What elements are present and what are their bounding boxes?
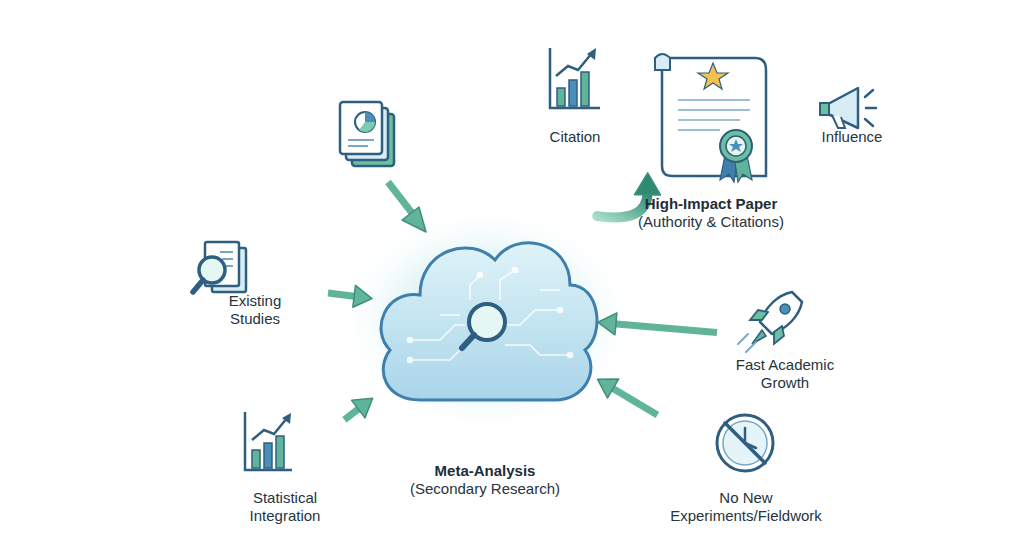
report-arrow (388, 182, 426, 232)
arrow-head (353, 285, 372, 307)
citation-chart-icon (550, 48, 600, 108)
arrow-head (598, 379, 619, 398)
growth-group: Fast Academic Growth (720, 285, 850, 392)
paper-node: High-Impact Paper(Authority & Citations) (650, 52, 772, 185)
certificate-icon (634, 40, 790, 196)
arrow-line (344, 408, 360, 420)
flow-arrow (328, 285, 372, 307)
studies-icon (193, 242, 246, 292)
text-block: Statistical Integration (235, 489, 335, 525)
node-title: Meta-Analysis (410, 462, 560, 480)
node-subtitle: (Secondary Research) (410, 480, 560, 498)
arrow-head (635, 173, 661, 195)
citation-label: Citation (550, 128, 601, 146)
influence-label: Influence (822, 128, 883, 146)
arrow-head (598, 313, 617, 335)
flow-arrow (598, 313, 717, 335)
text-block: Meta-Analysis(Secondary Research) (410, 462, 560, 498)
megaphone-icon (820, 88, 876, 128)
stats-group: Statistical Integration (228, 405, 342, 525)
cloud-glow (337, 205, 637, 435)
text-block: High-Impact Paper(Authority & Citations) (638, 195, 784, 231)
flow-arrow (344, 398, 372, 420)
stats-chart-icon (245, 412, 292, 470)
cloud-node: Meta-Analysis(Secondary Research) (375, 215, 595, 410)
rocket-icon (738, 292, 802, 352)
arrow-line (328, 293, 356, 296)
node-label: No New Experiments/Fieldwork (663, 489, 829, 525)
node-label: Existing Studies (220, 292, 290, 328)
arrow-head (352, 398, 373, 418)
text-block: No New Experiments/Fieldwork (663, 489, 829, 525)
node-label: Fast Academic Growth (724, 356, 846, 392)
no-time-icon (717, 415, 773, 471)
node-title: High-Impact Paper (638, 195, 784, 213)
text-block: Fast Academic Growth (724, 356, 846, 392)
flow-arrow (598, 379, 658, 415)
circuit-lines (408, 268, 573, 363)
no-fieldwork-group: No New Experiments/Fieldwork (660, 410, 832, 525)
arrow-line (611, 388, 657, 415)
node-label: Statistical Integration (235, 489, 335, 525)
report-icon (340, 102, 394, 166)
node-subtitle: (Authority & Citations) (638, 213, 784, 231)
cloud-magnifier (462, 304, 505, 348)
text-block: Existing Studies (220, 292, 290, 328)
studies-group: Existing Studies (185, 240, 325, 328)
cloud-shape (381, 243, 597, 400)
arrow-line (614, 324, 717, 333)
